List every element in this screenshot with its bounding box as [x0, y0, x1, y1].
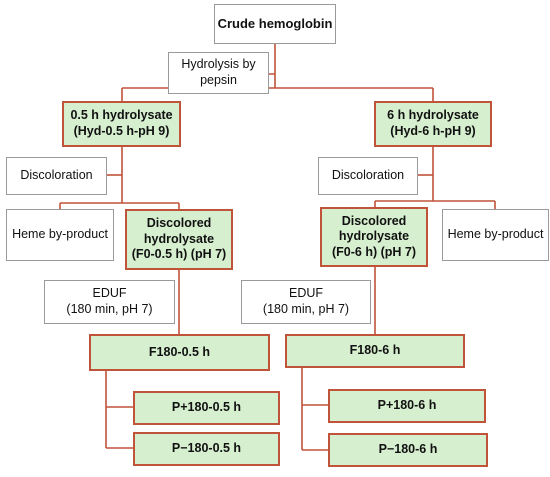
- f180-05h-node: F180-0.5 h: [89, 334, 270, 371]
- discolored-05h-line2: hydrolysate: [143, 231, 215, 246]
- crude-hemoglobin-node: Crude hemoglobin: [214, 4, 336, 44]
- eduf-left-line2: (180 min, pH 7): [66, 302, 153, 316]
- hydrolysis-node: Hydrolysis by pepsin: [168, 52, 269, 94]
- f180-6h-node: F180-6 h: [285, 334, 465, 368]
- eduf-right-line2: (180 min, pH 7): [262, 302, 350, 316]
- discolored-05h-line3: (F0-0.5 h) (pH 7): [131, 247, 227, 262]
- discoloration-right-node: Discoloration: [318, 157, 418, 195]
- discolored-hydrolysate-6h-node: Discolored hydrolysate (F0-6 h) (pH 7): [320, 207, 428, 267]
- discolored-6h-line2: hydrolysate: [338, 229, 410, 244]
- hydrolysate-6h-title: 6 h hydrolysate: [387, 108, 479, 123]
- p-minus-6h-label: P−180-6 h: [378, 442, 438, 457]
- p-minus-05h-node: P−180-0.5 h: [133, 432, 280, 466]
- discoloration-left-label: Discoloration: [20, 168, 93, 183]
- p-plus-6h-label: P+180-6 h: [377, 398, 437, 413]
- eduf-right-line1: EDUF: [288, 286, 324, 301]
- discolored-6h-line3: (F0-6 h) (pH 7): [331, 244, 417, 259]
- discoloration-right-label: Discoloration: [331, 168, 405, 183]
- p-plus-05h-label: P+180-0.5 h: [171, 400, 242, 415]
- hydrolysate-05h-title: 0.5 h hydrolysate: [70, 108, 173, 123]
- hydrolysis-line2: pepsin: [200, 73, 237, 87]
- heme-byproduct-left-label: Heme by-product: [12, 227, 108, 242]
- eduf-right-node: EDUF (180 min, pH 7): [241, 280, 371, 324]
- p-minus-6h-node: P−180-6 h: [328, 433, 488, 467]
- hydrolysate-6h-code: (Hyd-6 h-pH 9): [390, 124, 476, 138]
- heme-byproduct-right-node: Heme by-product: [442, 209, 549, 261]
- discolored-hydrolysate-05h-node: Discolored hydrolysate (F0-0.5 h) (pH 7): [125, 209, 233, 270]
- discoloration-left-node: Discoloration: [6, 157, 107, 195]
- heme-byproduct-right-label: Heme by-product: [447, 227, 544, 242]
- eduf-left-line1: EDUF: [92, 286, 127, 301]
- discolored-6h-line1: Discolored: [341, 213, 407, 228]
- heme-byproduct-left-node: Heme by-product: [6, 209, 114, 261]
- hydrolysate-05h-node: 0.5 h hydrolysate (Hyd-0.5 h-pH 9): [62, 101, 181, 147]
- f180-05h-label: F180-0.5 h: [148, 344, 211, 359]
- crude-hemoglobin-label: Crude hemoglobin: [217, 15, 333, 31]
- eduf-left-node: EDUF (180 min, pH 7): [44, 280, 175, 324]
- p-plus-05h-node: P+180-0.5 h: [133, 391, 280, 425]
- discolored-05h-line1: Discolored: [146, 216, 212, 231]
- f180-6h-label: F180-6 h: [349, 343, 401, 358]
- p-plus-6h-node: P+180-6 h: [328, 389, 486, 423]
- hydrolysis-line1: Hydrolysis by: [181, 57, 256, 72]
- hydrolysate-6h-node: 6 h hydrolysate (Hyd-6 h-pH 9): [374, 101, 492, 147]
- hydrolysate-05h-code: (Hyd-0.5 h-pH 9): [73, 124, 170, 138]
- p-minus-05h-label: P−180-0.5 h: [171, 441, 242, 456]
